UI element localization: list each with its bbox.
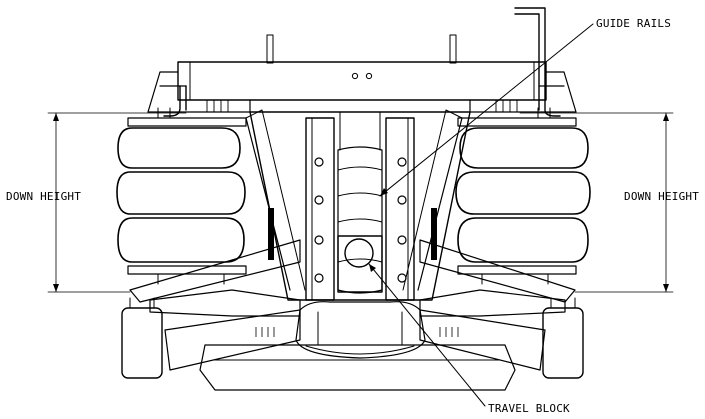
center-body [249, 111, 471, 301]
label-down-height-left: DOWN HEIGHT [6, 190, 81, 203]
label-down-height-right: DOWN HEIGHT [624, 190, 699, 203]
top-mount [147, 7, 577, 117]
travel-block [337, 235, 383, 293]
leader-travel-block [368, 263, 486, 407]
leader-guide-rails [379, 23, 594, 197]
lower-chassis [121, 289, 584, 391]
dimension-left [47, 112, 187, 293]
label-guide-rails: GUIDE RAILS [596, 17, 671, 30]
guide-rail-right [385, 117, 415, 301]
air-spring-right [431, 107, 591, 285]
guide-rail-left [305, 117, 335, 301]
label-travel-block: TRAVEL BLOCK [488, 402, 570, 415]
support-arms [129, 109, 576, 303]
